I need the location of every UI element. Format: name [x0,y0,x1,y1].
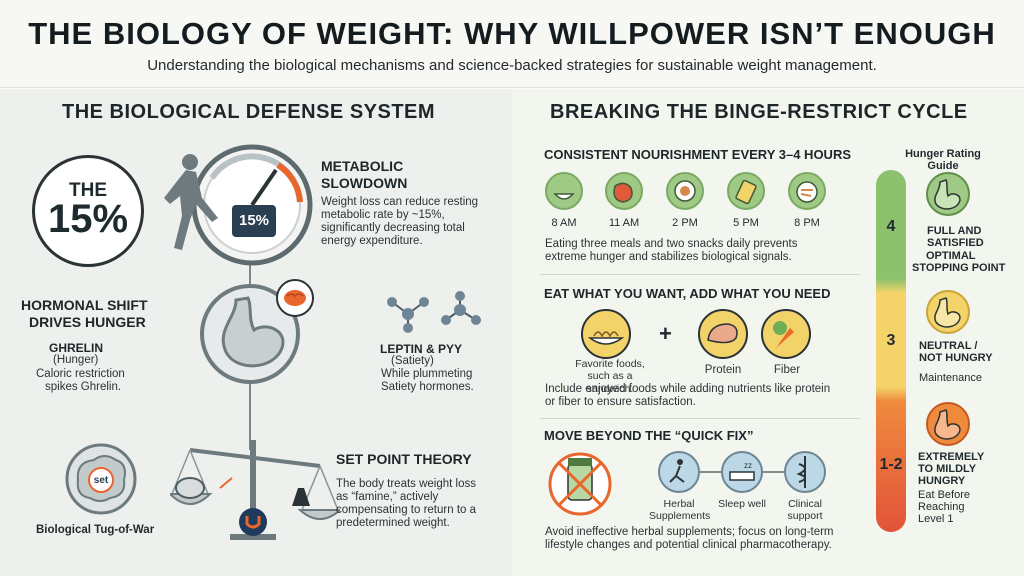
setpoint-desc-2: as “famine,” actively [336,491,439,503]
metabolism-gauge-icon [164,144,313,266]
brain-bubble-icon [276,279,314,317]
leptin-title: LEPTIN & PYY [380,342,463,356]
nourish-title: CONSISTENT NOURISHMENT EVERY 3–4 HOURS [544,147,851,162]
svg-text:zz: zz [744,461,752,470]
level-3-label-2: NOT HUNGRY [919,352,993,364]
level-4-label-1: FULL AND [927,225,982,237]
time-8am: 8 AM [551,217,577,229]
eat-title: EAT WHAT YOU WANT, ADD WHAT YOU NEED [544,286,831,301]
eat-food-icons [581,309,811,359]
hormone-molecule-icon [387,291,481,333]
page-title: THE BIOLOGY OF WEIGHT: WHY WILLPOWER ISN… [28,16,996,51]
level-4-note-2: STOPPING POINT [912,262,1006,274]
metabolic-desc-2: metabolic rate by ~15%, [321,209,445,221]
fiber-label: Fiber [773,364,801,376]
eat-desc-2: or fiber to ensure satisfaction. [545,396,696,408]
level-1-2-label-2: TO MILDLY [918,463,977,475]
hormonal-title-1: HORMONAL SHIFT [21,297,148,313]
clinical-2: support [787,510,823,522]
badge-line-1: THE [69,180,107,201]
divider-1 [540,274,860,275]
favorite-foods-2: such as a sandwich. [586,370,634,395]
time-8pm: 8 PM [794,217,820,229]
time-5pm: 5 PM [733,217,759,229]
gauge-value: 15% [238,212,270,229]
tug-of-war-label: Biological Tug-of-War [36,524,155,536]
hunger-scale-bar [876,170,906,532]
hunger-stomach-icons [926,172,970,446]
clinical-1: Clinical [788,498,822,510]
setpoint-desc-3: compensating to return to a [336,504,476,516]
level-1-2-note-2: Reaching [918,501,965,513]
left-section-title: THE BIOLOGICAL DEFENSE SYSTEM [62,101,436,123]
header [0,0,1024,88]
divider-2 [540,418,860,419]
level-3-number: 3 [886,332,896,349]
hormonal-title-2: DRIVES HUNGER [29,314,146,330]
plus-sign: + [659,321,672,346]
level-1-2-label-1: EXTREMELY [918,451,985,463]
ghrelin-desc-1: Caloric restriction [36,368,125,380]
metabolic-desc-4: energy expenditure. [321,235,423,247]
level-1-2-label-3: HUNGRY [918,475,966,487]
leptin-desc-2: Satiety hormones. [381,381,474,393]
metabolic-title-1: METABOLIC [321,158,404,174]
level-1-2-number: 1-2 [879,456,903,473]
level-3-label-1: NEUTRAL / [919,340,978,352]
meal-8pm-icon [788,172,826,210]
level-4-number: 4 [886,218,896,235]
brain-icon [65,443,137,515]
level-1-2-note-1: Eat Before [918,489,970,501]
page-subtitle: Understanding the biological mechanisms … [147,57,877,74]
sleep-label: Sleep well [718,498,766,510]
leptin-desc-1: While plummeting [381,368,473,380]
right-section-title: BREAKING THE BINGE-RESTRICT CYCLE [550,101,968,123]
metabolic-title-2: SLOWDOWN [321,175,408,191]
balance-scale-icon [170,440,340,540]
nourish-desc-1: Eating three meals and two snacks daily … [545,238,798,250]
quickfix-desc-2: lifestyle changes and potential clinical… [545,539,832,551]
setpoint-desc-1: The body treats weight loss [336,478,476,490]
herbal-2: Supplements [649,510,711,522]
level-4-label-2: SATISFIED [927,237,984,249]
brain-set-label: set [93,475,109,486]
quickfix-icons: zz [548,451,826,516]
time-2pm: 2 PM [672,217,698,229]
favorite-foods-1: Favorite foods, [575,358,645,370]
ghrelin-sub: (Hunger) [53,354,99,366]
quickfix-desc-1: Avoid ineffective herbal supplements; fo… [545,526,834,538]
ghrelin-desc-2: spikes Ghrelin. [45,381,122,393]
herbal-1: Herbal [663,498,695,510]
leptin-sub: (Satiety) [391,355,434,367]
eat-desc-1: Include enjoyed foods while adding nutri… [545,383,831,395]
stomach-icon [200,284,300,384]
metabolic-desc-3: significantly decreasing total [321,222,465,234]
meal-food-icons [553,179,818,205]
hunger-guide-title-2: Guide [927,160,959,172]
fifteen-percent-badge [32,155,144,267]
quickfix-title: MOVE BEYOND THE “QUICK FIX” [544,428,754,443]
level-4-note-1: OPTIMAL [926,250,976,262]
nourish-desc-2: extreme hunger and stabilizes biological… [545,251,792,263]
setpoint-desc-4: predetermined weight. [336,517,450,529]
protein-label: Protein [704,364,742,376]
ghrelin-title: GHRELIN [49,341,103,355]
badge-line-2: 15% [47,197,129,241]
metabolic-desc-1: Weight loss can reduce resting [321,196,479,208]
level-3-note-1: Maintenance [919,372,982,384]
time-11am: 11 AM [608,217,640,229]
setpoint-title: SET POINT THEORY [336,451,472,467]
meal-8am-icon [545,172,583,210]
hunger-guide-title-1: Hunger Rating [905,148,981,160]
level-1-2-note-3: Level 1 [918,513,954,525]
